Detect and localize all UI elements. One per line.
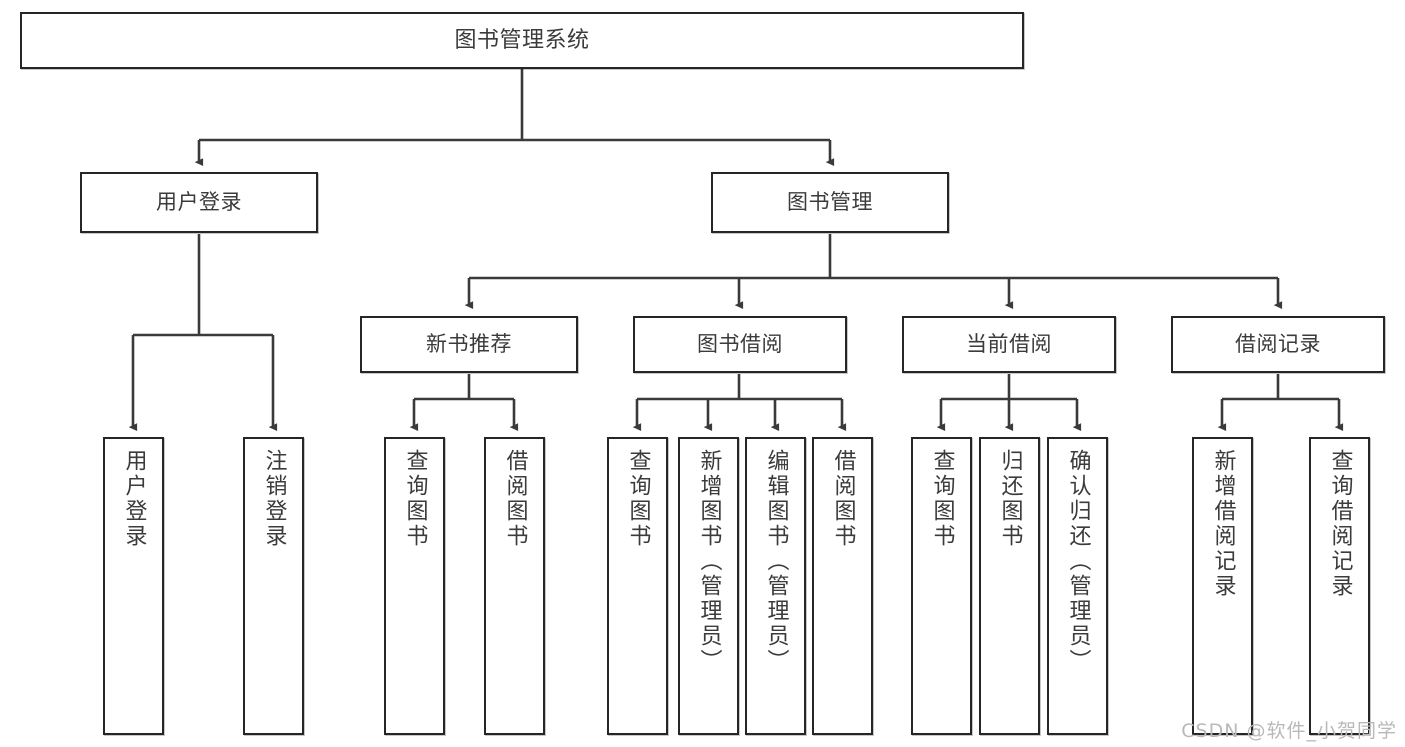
node-leaf-borrow-book[interactable]: 借阅图书 <box>812 437 873 735</box>
node-leaf-add-book[interactable]: 新增图书（管理员） <box>678 437 739 735</box>
node-leaf-query-borrow-record[interactable]: 查询借阅记录 <box>1309 437 1370 735</box>
node-label: 确认归还（管理员） <box>1065 449 1091 674</box>
node-label: 新增图书（管理员） <box>696 449 722 674</box>
node-label: 注销登录 <box>261 449 287 549</box>
node-borrow-record[interactable]: 借阅记录 <box>1171 316 1385 373</box>
node-label: 查询图书 <box>625 449 651 549</box>
node-leaf-query-book-current[interactable]: 查询图书 <box>911 437 972 735</box>
node-leaf-confirm-return[interactable]: 确认归还（管理员） <box>1047 437 1108 735</box>
node-label: 查询图书 <box>402 449 428 549</box>
node-label: 图书管理系统 <box>454 27 590 53</box>
node-label: 图书借阅 <box>697 332 783 357</box>
node-leaf-user-login[interactable]: 用户登录 <box>103 437 164 735</box>
node-book-borrow[interactable]: 图书借阅 <box>633 316 847 373</box>
node-label: 借阅记录 <box>1235 332 1321 357</box>
node-leaf-add-borrow-record[interactable]: 新增借阅记录 <box>1192 437 1253 735</box>
node-label: 图书管理 <box>787 190 873 215</box>
node-new-book-recommend[interactable]: 新书推荐 <box>360 316 578 373</box>
node-book-manage[interactable]: 图书管理 <box>711 172 949 233</box>
node-leaf-query-book-recommend[interactable]: 查询图书 <box>384 437 445 735</box>
node-root-book-management-system[interactable]: 图书管理系统 <box>20 12 1024 69</box>
node-user-login[interactable]: 用户登录 <box>80 172 318 233</box>
node-leaf-user-logout[interactable]: 注销登录 <box>243 437 304 735</box>
watermark: CSDN @软件_小贺同学 <box>1181 720 1397 742</box>
node-label: 编辑图书（管理员） <box>763 449 789 674</box>
node-label: 借阅图书 <box>502 449 528 549</box>
node-label: 当前借阅 <box>966 332 1052 357</box>
node-label: 新书推荐 <box>426 332 512 357</box>
node-label: 用户登录 <box>121 449 147 549</box>
node-label: 查询图书 <box>929 449 955 549</box>
node-leaf-query-book-borrow[interactable]: 查询图书 <box>607 437 668 735</box>
node-leaf-borrow-book-recommend[interactable]: 借阅图书 <box>484 437 545 735</box>
node-label: 借阅图书 <box>830 449 856 549</box>
node-leaf-return-book[interactable]: 归还图书 <box>979 437 1040 735</box>
node-current-borrow[interactable]: 当前借阅 <box>902 316 1116 373</box>
node-leaf-edit-book[interactable]: 编辑图书（管理员） <box>745 437 806 735</box>
node-label: 归还图书 <box>997 449 1023 549</box>
node-label: 查询借阅记录 <box>1327 449 1353 599</box>
node-label: 用户登录 <box>156 190 242 215</box>
node-label: 新增借阅记录 <box>1210 449 1236 599</box>
